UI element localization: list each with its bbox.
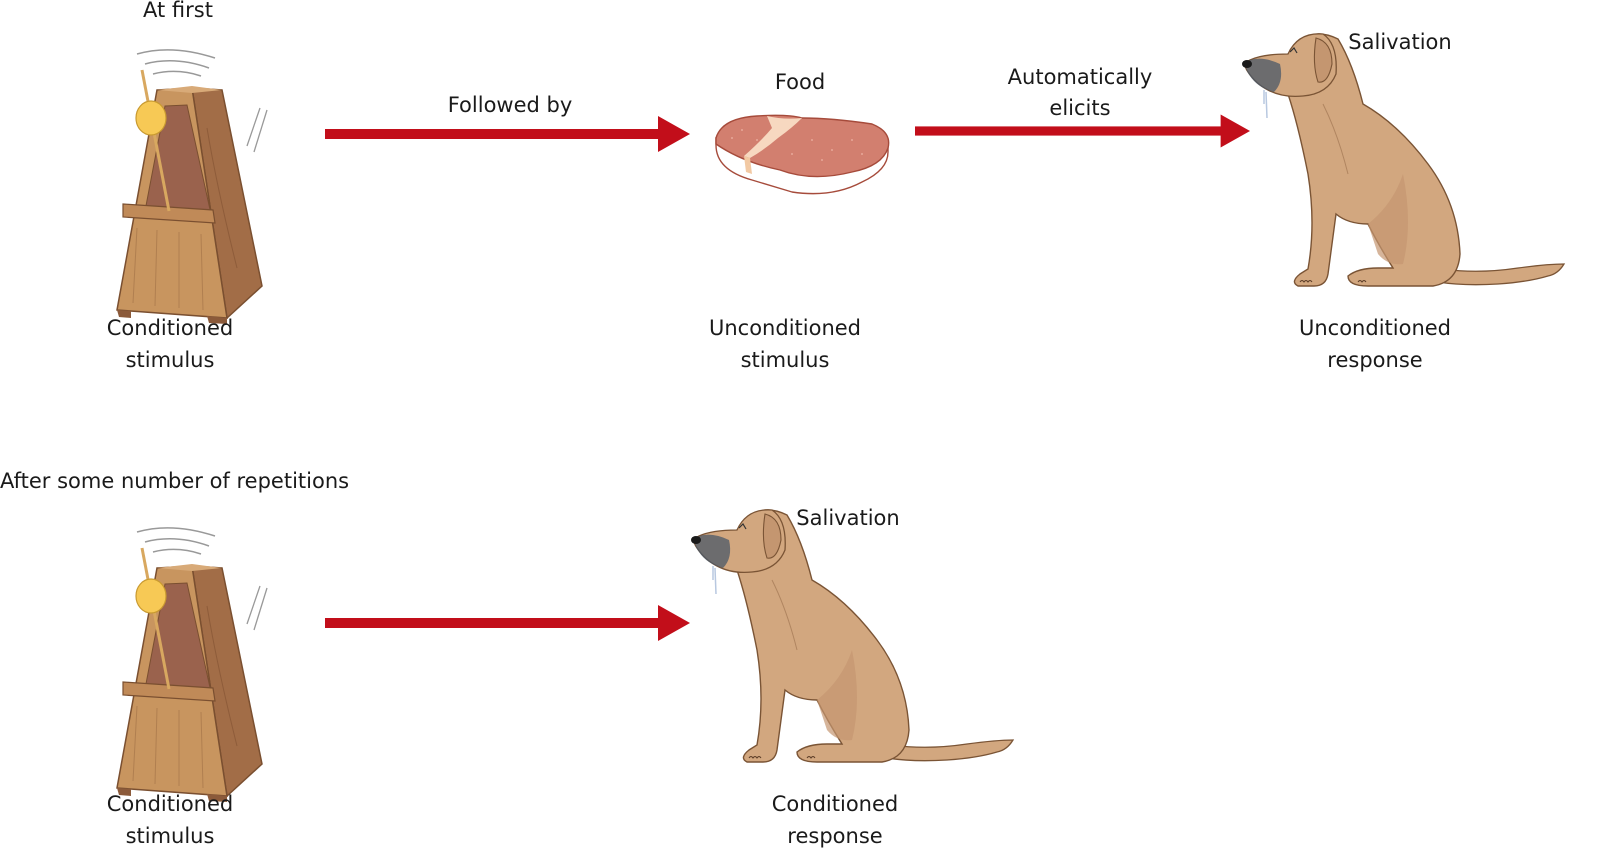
cs-label-top-1: Conditioned — [106, 316, 234, 340]
followed-by-label: Followed by — [447, 93, 573, 117]
cs-label-top-2: stimulus — [125, 348, 215, 372]
arrow-automatically-elicits — [915, 113, 1250, 149]
dog-bottom — [677, 500, 1017, 780]
cr-label-2: response — [787, 824, 883, 848]
ur-label-1: Unconditioned — [1298, 316, 1452, 340]
arrow-bottom — [325, 605, 690, 641]
salivation-label-bottom: Salivation — [796, 506, 900, 530]
top-heading: At first — [143, 0, 213, 22]
cr-label-1: Conditioned — [771, 792, 899, 816]
us-label-1: Unconditioned — [708, 316, 862, 340]
food-label: Food — [774, 70, 826, 94]
automatically-label: Automatically — [1007, 65, 1153, 89]
cs-label-bottom-2: stimulus — [125, 824, 215, 848]
steak-icon — [712, 110, 892, 200]
salivation-label-top: Salivation — [1348, 30, 1452, 54]
arrow-followed-by — [325, 116, 690, 152]
elicits-label: elicits — [1049, 96, 1111, 120]
ur-label-2: response — [1327, 348, 1423, 372]
us-label-2: stimulus — [740, 348, 830, 372]
metronome-top — [92, 18, 272, 328]
dog-top — [1228, 24, 1568, 304]
cs-label-bottom-1: Conditioned — [106, 792, 234, 816]
bottom-heading: After some number of repetitions — [0, 469, 350, 493]
metronome-bottom — [92, 496, 272, 806]
